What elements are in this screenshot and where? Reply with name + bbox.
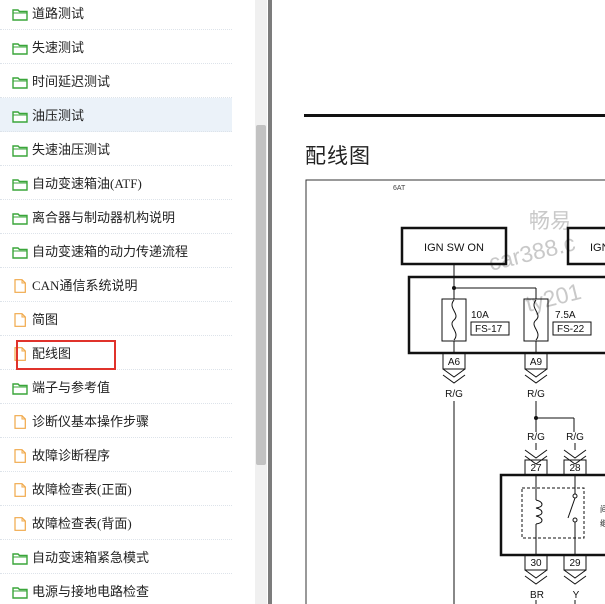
- connector-29: [563, 554, 587, 571]
- folder-icon: [12, 176, 28, 191]
- tree-scrollbar[interactable]: [255, 0, 267, 604]
- tree-item-label: 自动变速箱油(ATF): [32, 176, 142, 191]
- connector-30: [524, 554, 548, 571]
- document-icon: [12, 312, 28, 327]
- tree-item[interactable]: 配线图: [0, 336, 232, 370]
- tree-item[interactable]: 离合器与制动器机构说明: [0, 200, 232, 234]
- relay-side-char-1: 间: [600, 505, 605, 514]
- watermark-line-2: car388.c: [486, 229, 578, 276]
- relay-module: [499, 473, 605, 557]
- folder-icon: [12, 6, 28, 21]
- tree-item[interactable]: 油压测试: [0, 98, 232, 132]
- fuse-fs17-rating: 10A: [471, 310, 489, 321]
- document-icon: [12, 414, 28, 429]
- watermark-line-1: 畅易: [529, 210, 571, 233]
- folder-icon: [12, 210, 28, 225]
- tree-item-label: 端子与参考值: [32, 380, 111, 395]
- header-rule: [304, 114, 605, 117]
- tree-item[interactable]: 失速油压测试: [0, 132, 232, 166]
- wire-29-color: Y: [573, 590, 580, 601]
- tree-item-label: CAN通信系统说明: [32, 278, 138, 293]
- folder-icon: [12, 380, 28, 395]
- relay-switch-icon: [567, 497, 576, 519]
- selected-item-highlight: [16, 340, 116, 370]
- diagram-header-label: 6AT: [393, 185, 406, 192]
- tree-item[interactable]: 故障检查表(正面): [0, 472, 232, 506]
- tree-item[interactable]: 故障诊断程序: [0, 438, 232, 472]
- document-icon: [12, 516, 28, 531]
- folder-icon: [12, 584, 28, 599]
- fuse-block: [407, 275, 605, 355]
- tree-item[interactable]: 自动变速箱的动力传递流程: [0, 234, 232, 268]
- diagram-frame: [305, 179, 605, 604]
- document-icon: [12, 278, 28, 293]
- wire-a6-color: R/G: [445, 389, 463, 400]
- ign-box-2-label: IGN: [590, 242, 605, 254]
- fuse-fs17-id: FS-17: [475, 324, 503, 335]
- folder-icon: [12, 550, 28, 565]
- tree-item[interactable]: 自动变速箱油(ATF): [0, 166, 232, 200]
- relay-inner: [521, 487, 585, 539]
- ign-box-2: [566, 226, 605, 266]
- scrollbar-thumb[interactable]: [256, 125, 266, 465]
- tree-item-label: 时间延迟测试: [32, 74, 111, 89]
- connector-a9-label: A9: [530, 357, 543, 368]
- document-viewer: 配线图 6AT 畅易 car388.c ty201 IGN SW ON IGN …: [272, 0, 605, 604]
- tree-item[interactable]: 诊断仪基本操作步骤: [0, 404, 232, 438]
- tree-item-label: 自动变速箱的动力传递流程: [32, 244, 189, 259]
- tree-item-label: 离合器与制动器机构说明: [32, 210, 176, 225]
- fuse-fs22-id: FS-22: [557, 324, 585, 335]
- tree-item-label: 失速测试: [32, 40, 85, 55]
- tree-item-label: 故障检查表(背面): [32, 516, 132, 531]
- tree-item[interactable]: 故障检查表(背面): [0, 506, 232, 540]
- pane-splitter[interactable]: [268, 0, 272, 604]
- tree-item-label: 故障诊断程序: [32, 448, 111, 463]
- folder-icon: [12, 40, 28, 55]
- document-icon: [12, 482, 28, 497]
- folder-icon: [12, 244, 28, 259]
- tree-item[interactable]: 电源与接地电路检查: [0, 574, 232, 604]
- connector-28-label: 28: [569, 463, 581, 474]
- connector-30-label: 30: [530, 558, 542, 569]
- tree-item-label: 电源与接地电路检查: [32, 584, 150, 599]
- tree-item-label: 配线图: [32, 346, 72, 361]
- ign-sw-on-label: IGN SW ON: [424, 242, 484, 254]
- tree-item-label: 故障检查表(正面): [32, 482, 132, 497]
- tree-item[interactable]: 自动变速箱紧急模式: [0, 540, 232, 574]
- fuse-fs22-rating: 7.5A: [555, 310, 576, 321]
- connector-a6-label: A6: [448, 357, 461, 368]
- connector-29-label: 29: [569, 558, 581, 569]
- wire-27-color: R/G: [527, 432, 545, 443]
- page-title: 配线图: [305, 144, 371, 168]
- tree-item-label: 简图: [32, 312, 59, 327]
- connector-27-label: 27: [530, 463, 542, 474]
- tree-item[interactable]: 端子与参考值: [0, 370, 232, 404]
- tree-item-label: 自动变速箱紧急模式: [32, 550, 150, 565]
- tree-item-label: 失速油压测试: [32, 142, 111, 157]
- tree-item-label: 油压测试: [32, 108, 85, 123]
- chapter-tree: 道路测试失速测试时间延迟测试油压测试失速油压测试自动变速箱油(ATF) 离合器与制…: [0, 0, 255, 604]
- wire-30-color: BR: [530, 590, 544, 601]
- folder-icon: [12, 74, 28, 89]
- wire-a9-color: R/G: [527, 389, 545, 400]
- tree-item[interactable]: 失速测试: [0, 30, 232, 64]
- connector-a9: [524, 352, 548, 370]
- tree-item-label: 诊断仪基本操作步骤: [32, 414, 150, 429]
- relay-coil-icon: [535, 499, 543, 525]
- document-icon: [12, 448, 28, 463]
- wiring-diagram: 6AT 畅易 car388.c ty201 IGN SW ON IGN 10A …: [305, 179, 605, 604]
- tree-item[interactable]: 时间延迟测试: [0, 64, 232, 98]
- tree-item[interactable]: 简图: [0, 302, 232, 336]
- connector-a6: [442, 352, 466, 370]
- relay-side-char-2: 继: [600, 518, 605, 528]
- wire-28-color: R/G: [566, 432, 584, 443]
- tree-item-label: 道路测试: [32, 6, 85, 21]
- tree-item[interactable]: CAN通信系统说明: [0, 268, 232, 302]
- tree-item[interactable]: 道路测试: [0, 0, 232, 30]
- folder-icon: [12, 108, 28, 123]
- folder-icon: [12, 142, 28, 157]
